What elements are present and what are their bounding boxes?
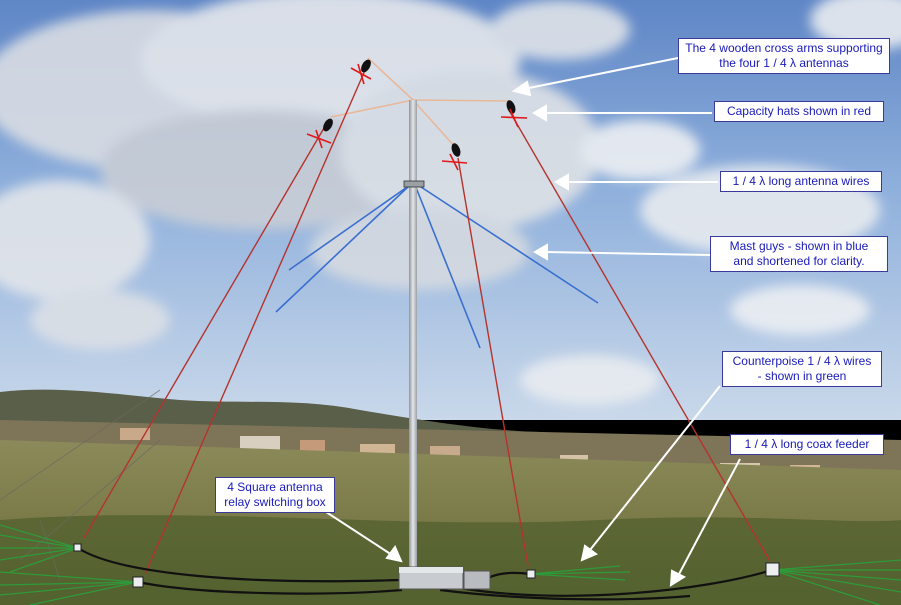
callout-cross-arms-line1: The 4 wooden cross arms supporting (685, 41, 883, 55)
callout-capacity-hats-line1: Capacity hats shown in red (726, 104, 872, 118)
callout-capacity-hats: Capacity hats shown in red (714, 101, 884, 122)
insulators (323, 59, 516, 157)
callout-arrows (319, 57, 741, 587)
callout-antenna-wires: 1 / 4 λ long antenna wires (720, 171, 882, 192)
callout-relay-box: 4 Square antenna relay switching box (215, 477, 335, 513)
capacity-hats (306, 63, 528, 171)
relay-switching-box (398, 566, 491, 590)
feed-point-boxes (73, 543, 780, 588)
callout-relay-box-line1: 4 Square antenna (227, 480, 323, 494)
counterpoise-wires (0, 524, 901, 605)
coax-feeders (77, 547, 773, 601)
callout-counterpoise-line2: - shown in green (757, 369, 847, 383)
callout-coax-feeder-line1: 1 / 4 λ long coax feeder (744, 437, 870, 451)
callout-relay-box-line2: relay switching box (224, 495, 326, 509)
callout-mast-guys: Mast guys - shown in blue and shortened … (710, 236, 888, 272)
callout-antenna-wires-line1: 1 / 4 λ long antenna wires (732, 174, 870, 188)
cross-arms (330, 57, 511, 149)
callout-mast-guys-line1: Mast guys - shown in blue (729, 239, 869, 253)
callout-coax-feeder: 1 / 4 λ long coax feeder (730, 434, 884, 455)
callout-cross-arms: The 4 wooden cross arms supporting the f… (678, 38, 890, 74)
mast-guys (275, 184, 599, 349)
callout-counterpoise-line1: Counterpoise 1 / 4 λ wires (732, 354, 872, 368)
mast (403, 100, 425, 570)
fence (0, 389, 161, 581)
callout-cross-arms-line2: the four 1 / 4 λ antennas (719, 56, 849, 70)
callout-mast-guys-line2: and shortened for clarity. (733, 254, 865, 268)
callout-counterpoise: Counterpoise 1 / 4 λ wires - shown in gr… (722, 351, 882, 387)
